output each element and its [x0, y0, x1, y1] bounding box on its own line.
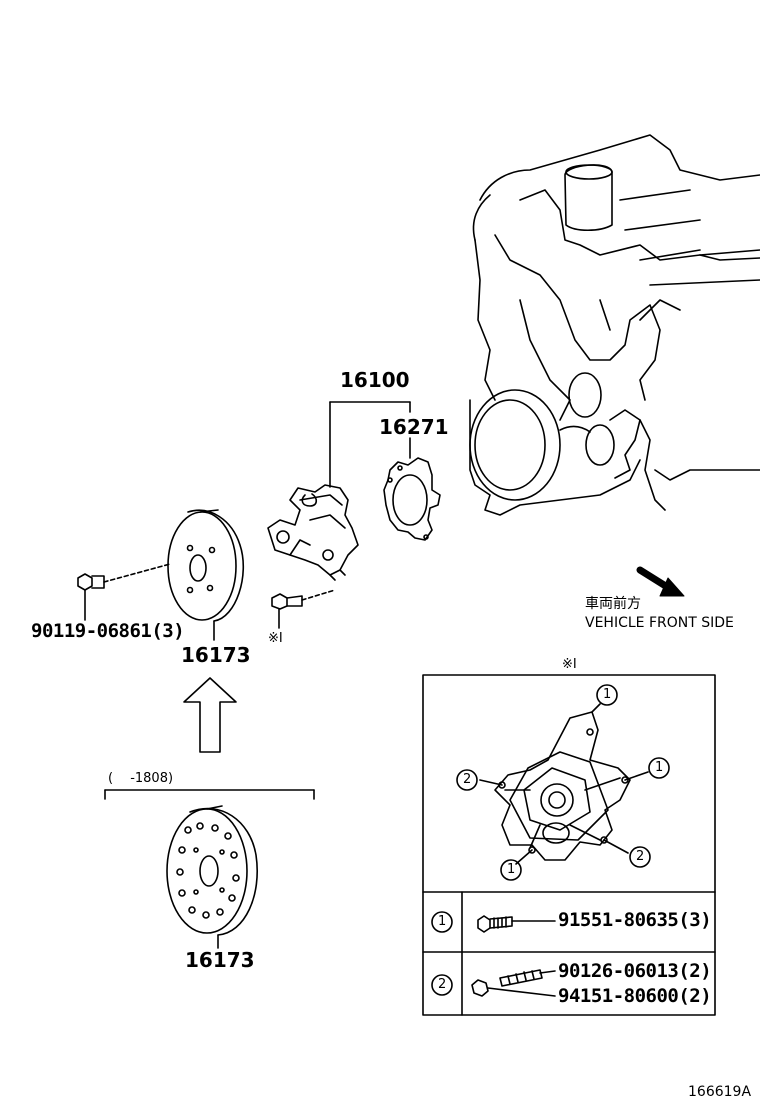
- water-pump: [267, 484, 359, 581]
- part-number-16271: 16271: [379, 415, 449, 439]
- part-number-16173-top: 16173: [181, 643, 251, 667]
- gasket-16271: [383, 457, 441, 541]
- part-number-16100: 16100: [340, 368, 410, 392]
- supersession-arrow-icon: [183, 677, 237, 753]
- part-number-90119: 90119-06861(3): [31, 620, 185, 642]
- pump-bolt: [271, 589, 336, 629]
- ref-mark-inset: ※I: [562, 657, 577, 672]
- vehicle-front-arrow-icon: [636, 566, 685, 597]
- date-range: ( -1808): [108, 771, 174, 786]
- part-number-94151: 94151-80600(2): [558, 985, 712, 1007]
- figure-id: 166619A: [688, 1084, 752, 1100]
- inset-frame: [422, 674, 716, 1016]
- key-circle-1: [431, 911, 453, 933]
- part-number-91551: 91551-80635(3): [558, 909, 712, 931]
- part-number-16173-bottom: 16173: [185, 948, 255, 972]
- pulley-top: [167, 509, 245, 641]
- vehicle-front-label-jp: 車両前方: [585, 596, 641, 612]
- key-label-2: 2: [438, 977, 447, 992]
- date-range-bracket: [104, 789, 315, 800]
- key-label-1: 1: [438, 914, 447, 929]
- callout-1-right: 1: [655, 760, 664, 775]
- ref-mark-pump: ※I: [268, 631, 283, 646]
- callout-2-right: 2: [636, 849, 645, 864]
- callout-2-left: 2: [463, 772, 472, 787]
- inset-pump-detail: [456, 684, 670, 881]
- callout-1-top: 1: [603, 687, 612, 702]
- callout-1-bottom: 1: [507, 862, 516, 877]
- pulley-bottom: [166, 805, 258, 949]
- key-circle-2: [431, 974, 453, 996]
- part-number-90126: 90126-06013(2): [558, 960, 712, 982]
- vehicle-front-label-en: VEHICLE FRONT SIDE: [585, 615, 734, 631]
- assy-bracket: [329, 401, 411, 488]
- inset-stud-and-nut: [471, 969, 556, 997]
- engine-block: [469, 134, 760, 516]
- pulley-bolt: [77, 563, 171, 621]
- inset-bolt-1: [477, 915, 556, 933]
